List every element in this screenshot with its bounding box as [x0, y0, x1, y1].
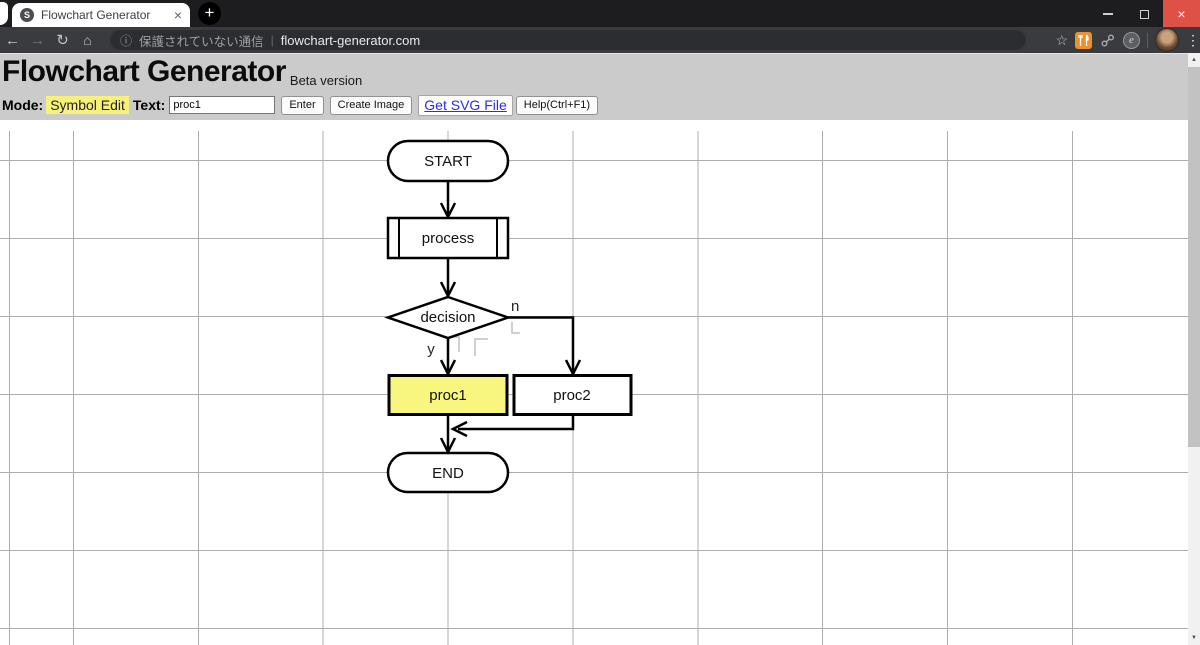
node-label: END — [432, 465, 464, 482]
arrowhead-left-icon — [450, 420, 468, 438]
profile-avatar[interactable] — [1155, 28, 1179, 52]
edge-label-yes: y — [427, 341, 435, 358]
node-proc2[interactable]: proc2 — [512, 374, 633, 416]
node-label: START — [424, 153, 472, 170]
minimize-icon — [1102, 13, 1113, 15]
text-label: Text: — [132, 97, 166, 113]
new-tab-button[interactable]: + — [198, 2, 221, 25]
tab-title: Flowchart Generator — [41, 8, 151, 22]
page-title: Flowchart Generator — [2, 55, 286, 88]
scroll-down-icon[interactable]: ▼ — [1188, 631, 1200, 645]
mode-value: Symbol Edit — [46, 96, 129, 114]
tab-strip-remnant — [0, 2, 8, 25]
terminator-shape[interactable] — [386, 139, 510, 183]
bookmark-icon[interactable]: ☆ — [1055, 31, 1068, 48]
node-process[interactable]: process — [386, 216, 510, 260]
flowchart-canvas[interactable]: START process decision y n proc1 proc2 E… — [0, 120, 1188, 645]
extension-link-icon[interactable] — [1099, 32, 1116, 49]
address-bar-actions: ☆ e ⋮ — [1055, 27, 1200, 53]
process-shape-selected[interactable] — [387, 374, 509, 416]
restore-button[interactable] — [1126, 0, 1163, 28]
get-svg-file-button[interactable]: Get SVG File — [418, 94, 513, 116]
process-shape[interactable] — [512, 374, 633, 416]
edge-proc2-merge — [458, 415, 575, 431]
window-controls: × — [1089, 0, 1200, 28]
browser-menu-icon[interactable]: ⋮ — [1186, 31, 1200, 48]
node-label: proc1 — [429, 387, 467, 404]
edge-label-no: n — [511, 298, 519, 315]
text-input[interactable] — [169, 96, 276, 114]
create-image-button[interactable]: Create Image — [329, 95, 413, 115]
node-label: process — [422, 230, 475, 247]
close-button[interactable]: × — [1163, 0, 1200, 28]
extension-e-icon[interactable]: e — [1123, 31, 1140, 49]
node-proc1[interactable]: proc1 — [387, 374, 509, 416]
security-label: 保護されていない通信 — [139, 34, 264, 49]
omnibox-separator: | — [270, 33, 274, 47]
actions-divider — [1147, 32, 1148, 48]
info-icon[interactable]: ⓘ — [120, 33, 133, 48]
help-button[interactable]: Help(Ctrl+F1) — [515, 95, 599, 115]
get-svg-file-link[interactable]: Get SVG File — [424, 97, 507, 113]
url-text: flowchart-generator.com — [280, 32, 421, 48]
node-end[interactable]: END — [386, 451, 510, 494]
extension-food-icon[interactable] — [1075, 31, 1092, 49]
site-favicon-icon: S — [20, 8, 34, 22]
omnibox[interactable]: ⓘ 保護されていない通信 | flowchart-generator.com — [110, 30, 1026, 50]
terminator-shape[interactable] — [386, 451, 510, 494]
tab-close-icon[interactable]: × — [173, 7, 182, 23]
vertical-scrollbar[interactable]: ▲ ▼ — [1188, 53, 1200, 645]
mode-label: Mode: — [2, 97, 44, 113]
app-toolbar: Mode: Symbol Edit Text: Enter Create Ima… — [2, 94, 604, 116]
page-header: Flowchart Generator Beta version Mode: S… — [0, 53, 1188, 120]
edge-decision-proc2 — [508, 316, 575, 371]
scrollbar-thumb[interactable] — [1188, 67, 1200, 447]
enter-button[interactable]: Enter — [281, 95, 324, 115]
minimize-button[interactable] — [1089, 0, 1126, 28]
flowchart-svg: START process decision y n proc1 proc2 E… — [384, 139, 633, 494]
node-label: proc2 — [553, 387, 591, 404]
page-subtitle: Beta version — [289, 73, 363, 88]
address-bar: ← → ↻ ⌂ ⓘ 保護されていない通信 | flowchart-generat… — [0, 27, 1200, 53]
active-tab[interactable]: S Flowchart Generator × — [12, 3, 190, 27]
node-decision[interactable]: decision — [384, 295, 512, 340]
predefined-process-bars — [398, 218, 498, 258]
node-label: decision — [420, 309, 475, 326]
browser-titlebar: S Flowchart Generator × + × — [0, 0, 1200, 28]
decision-shape[interactable] — [384, 295, 512, 340]
scroll-up-icon[interactable]: ▲ — [1188, 53, 1200, 67]
reload-icon[interactable]: ↻ — [56, 32, 69, 49]
title-row: Flowchart Generator Beta version — [2, 55, 362, 89]
predefined-process-shape[interactable] — [386, 216, 510, 260]
home-icon[interactable]: ⌂ — [83, 32, 92, 48]
forward-icon[interactable]: → — [30, 31, 45, 49]
node-start[interactable]: START — [386, 139, 510, 183]
restore-icon — [1140, 9, 1149, 19]
back-icon[interactable]: ← — [5, 31, 20, 49]
